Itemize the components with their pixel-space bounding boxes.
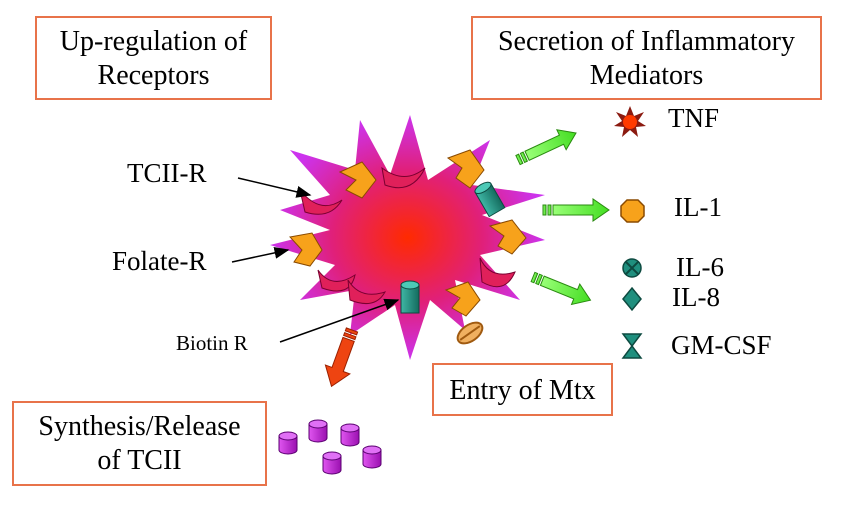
folate-pointer <box>231 246 290 263</box>
tcii-cylinder <box>278 431 298 455</box>
upregulation-line1: Up-regulation of <box>59 26 248 57</box>
biotin-pointer <box>279 298 400 343</box>
upregulation-line2: Receptors <box>97 60 210 91</box>
folate-receptor-label: Folate-R <box>112 246 207 276</box>
biotin-channels <box>400 181 506 314</box>
synthesis-line1: Synthesis/Release <box>38 411 241 442</box>
synthesis-line2: of TCII <box>97 445 182 476</box>
secretion-line2: Mediators <box>589 60 704 91</box>
tcii-pointer <box>237 177 312 198</box>
tcii-cylinders <box>278 419 382 475</box>
gmcsf-icon <box>621 333 643 359</box>
activated-cell <box>270 115 545 360</box>
entry-label: Entry of Mtx <box>449 375 596 406</box>
secretion-box: Secretion of Inflammatory Mediators <box>471 16 822 100</box>
biotin-receptor-label: Biotin R <box>176 331 248 355</box>
secretion-line1: Secretion of Inflammatory <box>497 26 795 57</box>
il1-label: IL-1 <box>674 192 722 222</box>
entry-box: Entry of Mtx <box>432 363 613 416</box>
tcii-cylinder <box>308 419 328 443</box>
synthesis-box: Synthesis/Release of TCII <box>12 401 267 486</box>
tnf-icon <box>614 106 646 137</box>
tcii-receptor-label: TCII-R <box>127 158 207 188</box>
gmcsf-label: GM-CSF <box>671 330 772 360</box>
tcii-cylinder <box>362 445 382 469</box>
il8-icon <box>622 286 642 312</box>
mtx-pill-icon <box>456 321 484 345</box>
tcii-receptors <box>299 166 516 305</box>
folate-receptors <box>289 149 527 317</box>
tcii-cylinder <box>322 451 342 475</box>
il6-label: IL-6 <box>676 252 724 282</box>
il8-label: IL-8 <box>672 282 720 312</box>
il1-icon <box>620 199 645 223</box>
secretion-arrows <box>515 129 610 306</box>
release-arrow <box>324 327 359 388</box>
tnf-label: TNF <box>668 103 720 133</box>
upregulation-box: Up-regulation of Receptors <box>35 16 272 100</box>
tcii-cylinder <box>340 423 360 447</box>
il6-icon <box>622 258 642 278</box>
